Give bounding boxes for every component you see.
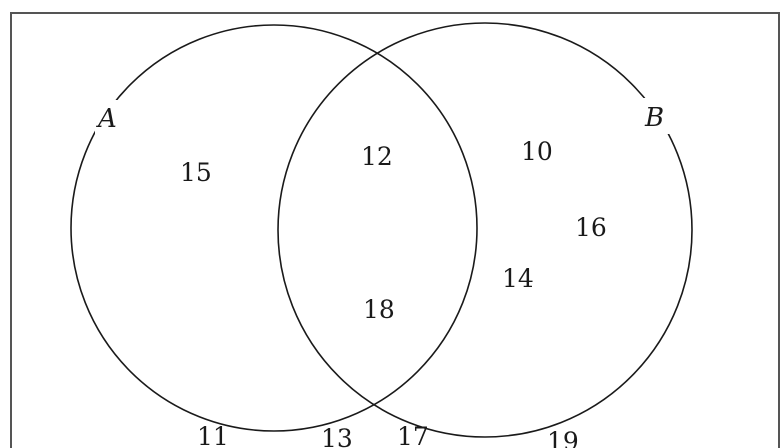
universal-set-frame bbox=[10, 12, 780, 448]
set-a-label: A bbox=[96, 104, 117, 134]
set-b-circle bbox=[277, 22, 693, 438]
element-only-b: 14 bbox=[502, 264, 534, 293]
element-outside: 17 bbox=[397, 422, 429, 448]
element-outside: 13 bbox=[321, 424, 353, 448]
element-outside: 19 bbox=[547, 427, 579, 448]
element-outside: 11 bbox=[197, 422, 229, 448]
element-intersection: 18 bbox=[363, 295, 395, 324]
element-only-a: 15 bbox=[180, 158, 212, 187]
element-only-b: 16 bbox=[575, 213, 607, 242]
set-b-label: B bbox=[644, 103, 664, 133]
element-intersection: 12 bbox=[361, 142, 393, 171]
set-a-circle bbox=[70, 24, 478, 432]
element-only-b: 10 bbox=[521, 137, 553, 166]
